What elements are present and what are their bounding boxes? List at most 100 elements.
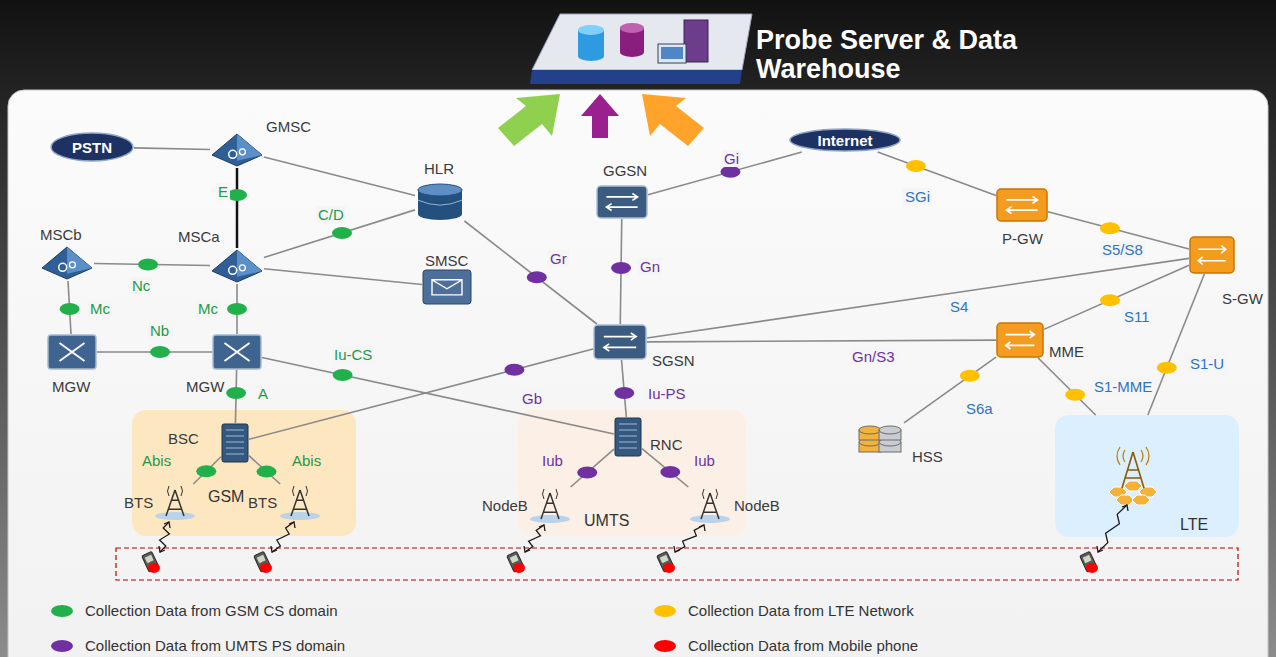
database-icon bbox=[578, 25, 604, 35]
mobile-phone bbox=[507, 525, 545, 573]
element-label: PSTN bbox=[72, 139, 112, 156]
interface-label: A bbox=[256, 385, 270, 402]
cell-tile bbox=[1132, 495, 1150, 505]
probe-point bbox=[1100, 294, 1120, 306]
interface-link bbox=[464, 221, 596, 324]
region-fill bbox=[132, 410, 356, 536]
radio-arrowhead bbox=[1122, 505, 1128, 511]
element-label: MGW bbox=[52, 378, 90, 395]
interface-link bbox=[264, 157, 415, 196]
antenna-waves bbox=[703, 489, 718, 499]
probe-point bbox=[527, 271, 547, 283]
coin-top bbox=[859, 426, 881, 434]
interface-label: Iub bbox=[540, 452, 565, 469]
probe-point bbox=[1086, 563, 1098, 573]
element-label: GMSC bbox=[266, 118, 311, 135]
database-base bbox=[418, 208, 462, 220]
network-element: BSC bbox=[221, 423, 249, 463]
probe-point bbox=[148, 563, 160, 573]
msc-body bbox=[42, 247, 92, 279]
interface-label: Iu-PS bbox=[646, 385, 688, 402]
network-element: GMSC bbox=[210, 132, 264, 168]
probe-point bbox=[577, 467, 597, 479]
monitor-icon bbox=[658, 44, 686, 63]
interface-label: Gb bbox=[520, 390, 544, 407]
enodeb-icon bbox=[1109, 447, 1157, 505]
database-icon bbox=[620, 23, 644, 33]
interface-label: S1-MME bbox=[1092, 378, 1154, 395]
radio-arrowhead bbox=[1097, 546, 1103, 552]
cell-tile bbox=[1124, 481, 1142, 491]
antenna-waves bbox=[293, 486, 308, 496]
mobile-phone bbox=[254, 522, 295, 573]
title-panel: Probe Server & Data Warehouse bbox=[756, 26, 1056, 84]
element-icon bbox=[856, 420, 904, 460]
probe-point bbox=[720, 166, 740, 178]
interface-link bbox=[249, 456, 280, 484]
cabinet-slot bbox=[619, 436, 637, 437]
switch-arrows bbox=[1006, 331, 1035, 349]
network-element: S-GW bbox=[1189, 236, 1235, 274]
mobile-phone bbox=[142, 522, 170, 573]
interface-label: S1-U bbox=[1188, 355, 1226, 372]
radio-arrowhead bbox=[674, 546, 680, 552]
phone-band bbox=[116, 548, 1238, 580]
antenna-waves bbox=[168, 486, 183, 496]
interface-label: S6a bbox=[964, 400, 995, 417]
interface-link bbox=[134, 148, 210, 150]
phone-screen bbox=[510, 555, 519, 563]
network-element: NodeB bbox=[528, 487, 572, 523]
phone-body bbox=[1080, 551, 1098, 572]
phone-screen bbox=[1083, 555, 1092, 563]
probe-point bbox=[660, 466, 680, 478]
access-region: UMTSRNCNodeBNodeB bbox=[518, 410, 746, 536]
interface-link bbox=[571, 449, 614, 487]
phone-body bbox=[657, 551, 675, 572]
server-platform bbox=[532, 14, 752, 70]
cabinet-slot bbox=[619, 424, 637, 425]
server-tower bbox=[684, 20, 708, 62]
network-element: HSS bbox=[856, 420, 904, 460]
gear-symbol bbox=[229, 266, 237, 274]
element-icon bbox=[153, 484, 197, 520]
interface-label: Gr bbox=[548, 250, 569, 267]
element-icon bbox=[688, 487, 732, 523]
monitor-screen bbox=[661, 47, 683, 59]
gear-symbol bbox=[59, 263, 67, 271]
msc-face bbox=[67, 247, 92, 274]
probe-point bbox=[150, 346, 170, 358]
cabinet-slot bbox=[619, 430, 637, 431]
interface-link bbox=[264, 269, 422, 285]
antenna-waves bbox=[543, 489, 558, 499]
radio-arrowhead bbox=[524, 546, 530, 552]
probe-point bbox=[138, 258, 158, 270]
phone-body bbox=[254, 551, 272, 572]
interface-label: Gi bbox=[722, 150, 741, 167]
probe-point bbox=[906, 160, 926, 172]
interface-label: Gn/S3 bbox=[850, 348, 897, 365]
probe-point bbox=[1065, 389, 1085, 401]
mobile-phone bbox=[657, 525, 705, 573]
access-region: LTE bbox=[1055, 415, 1239, 537]
probe-point bbox=[196, 465, 216, 477]
data-arrow bbox=[498, 94, 560, 146]
tower-mast bbox=[291, 490, 309, 516]
envelope-symbol bbox=[432, 280, 462, 295]
interface-label: Nb bbox=[148, 322, 171, 339]
database-icon bbox=[578, 51, 604, 61]
network-element: SGSN bbox=[593, 324, 647, 360]
element-icon bbox=[221, 423, 249, 463]
cabinet-slot bbox=[226, 454, 244, 455]
interface-label: Mc bbox=[88, 300, 112, 317]
interface-link bbox=[904, 357, 996, 423]
data-arrow bbox=[581, 94, 619, 138]
network-element: BTS bbox=[153, 484, 197, 520]
element-label: BTS bbox=[248, 494, 277, 511]
interface-label: Iu-CS bbox=[332, 346, 374, 363]
database-top bbox=[418, 184, 462, 196]
probe-point bbox=[257, 466, 277, 478]
element-label: GGSN bbox=[603, 162, 647, 179]
probe-point bbox=[332, 227, 352, 239]
tower-base bbox=[280, 512, 320, 520]
probe-point bbox=[960, 370, 980, 382]
